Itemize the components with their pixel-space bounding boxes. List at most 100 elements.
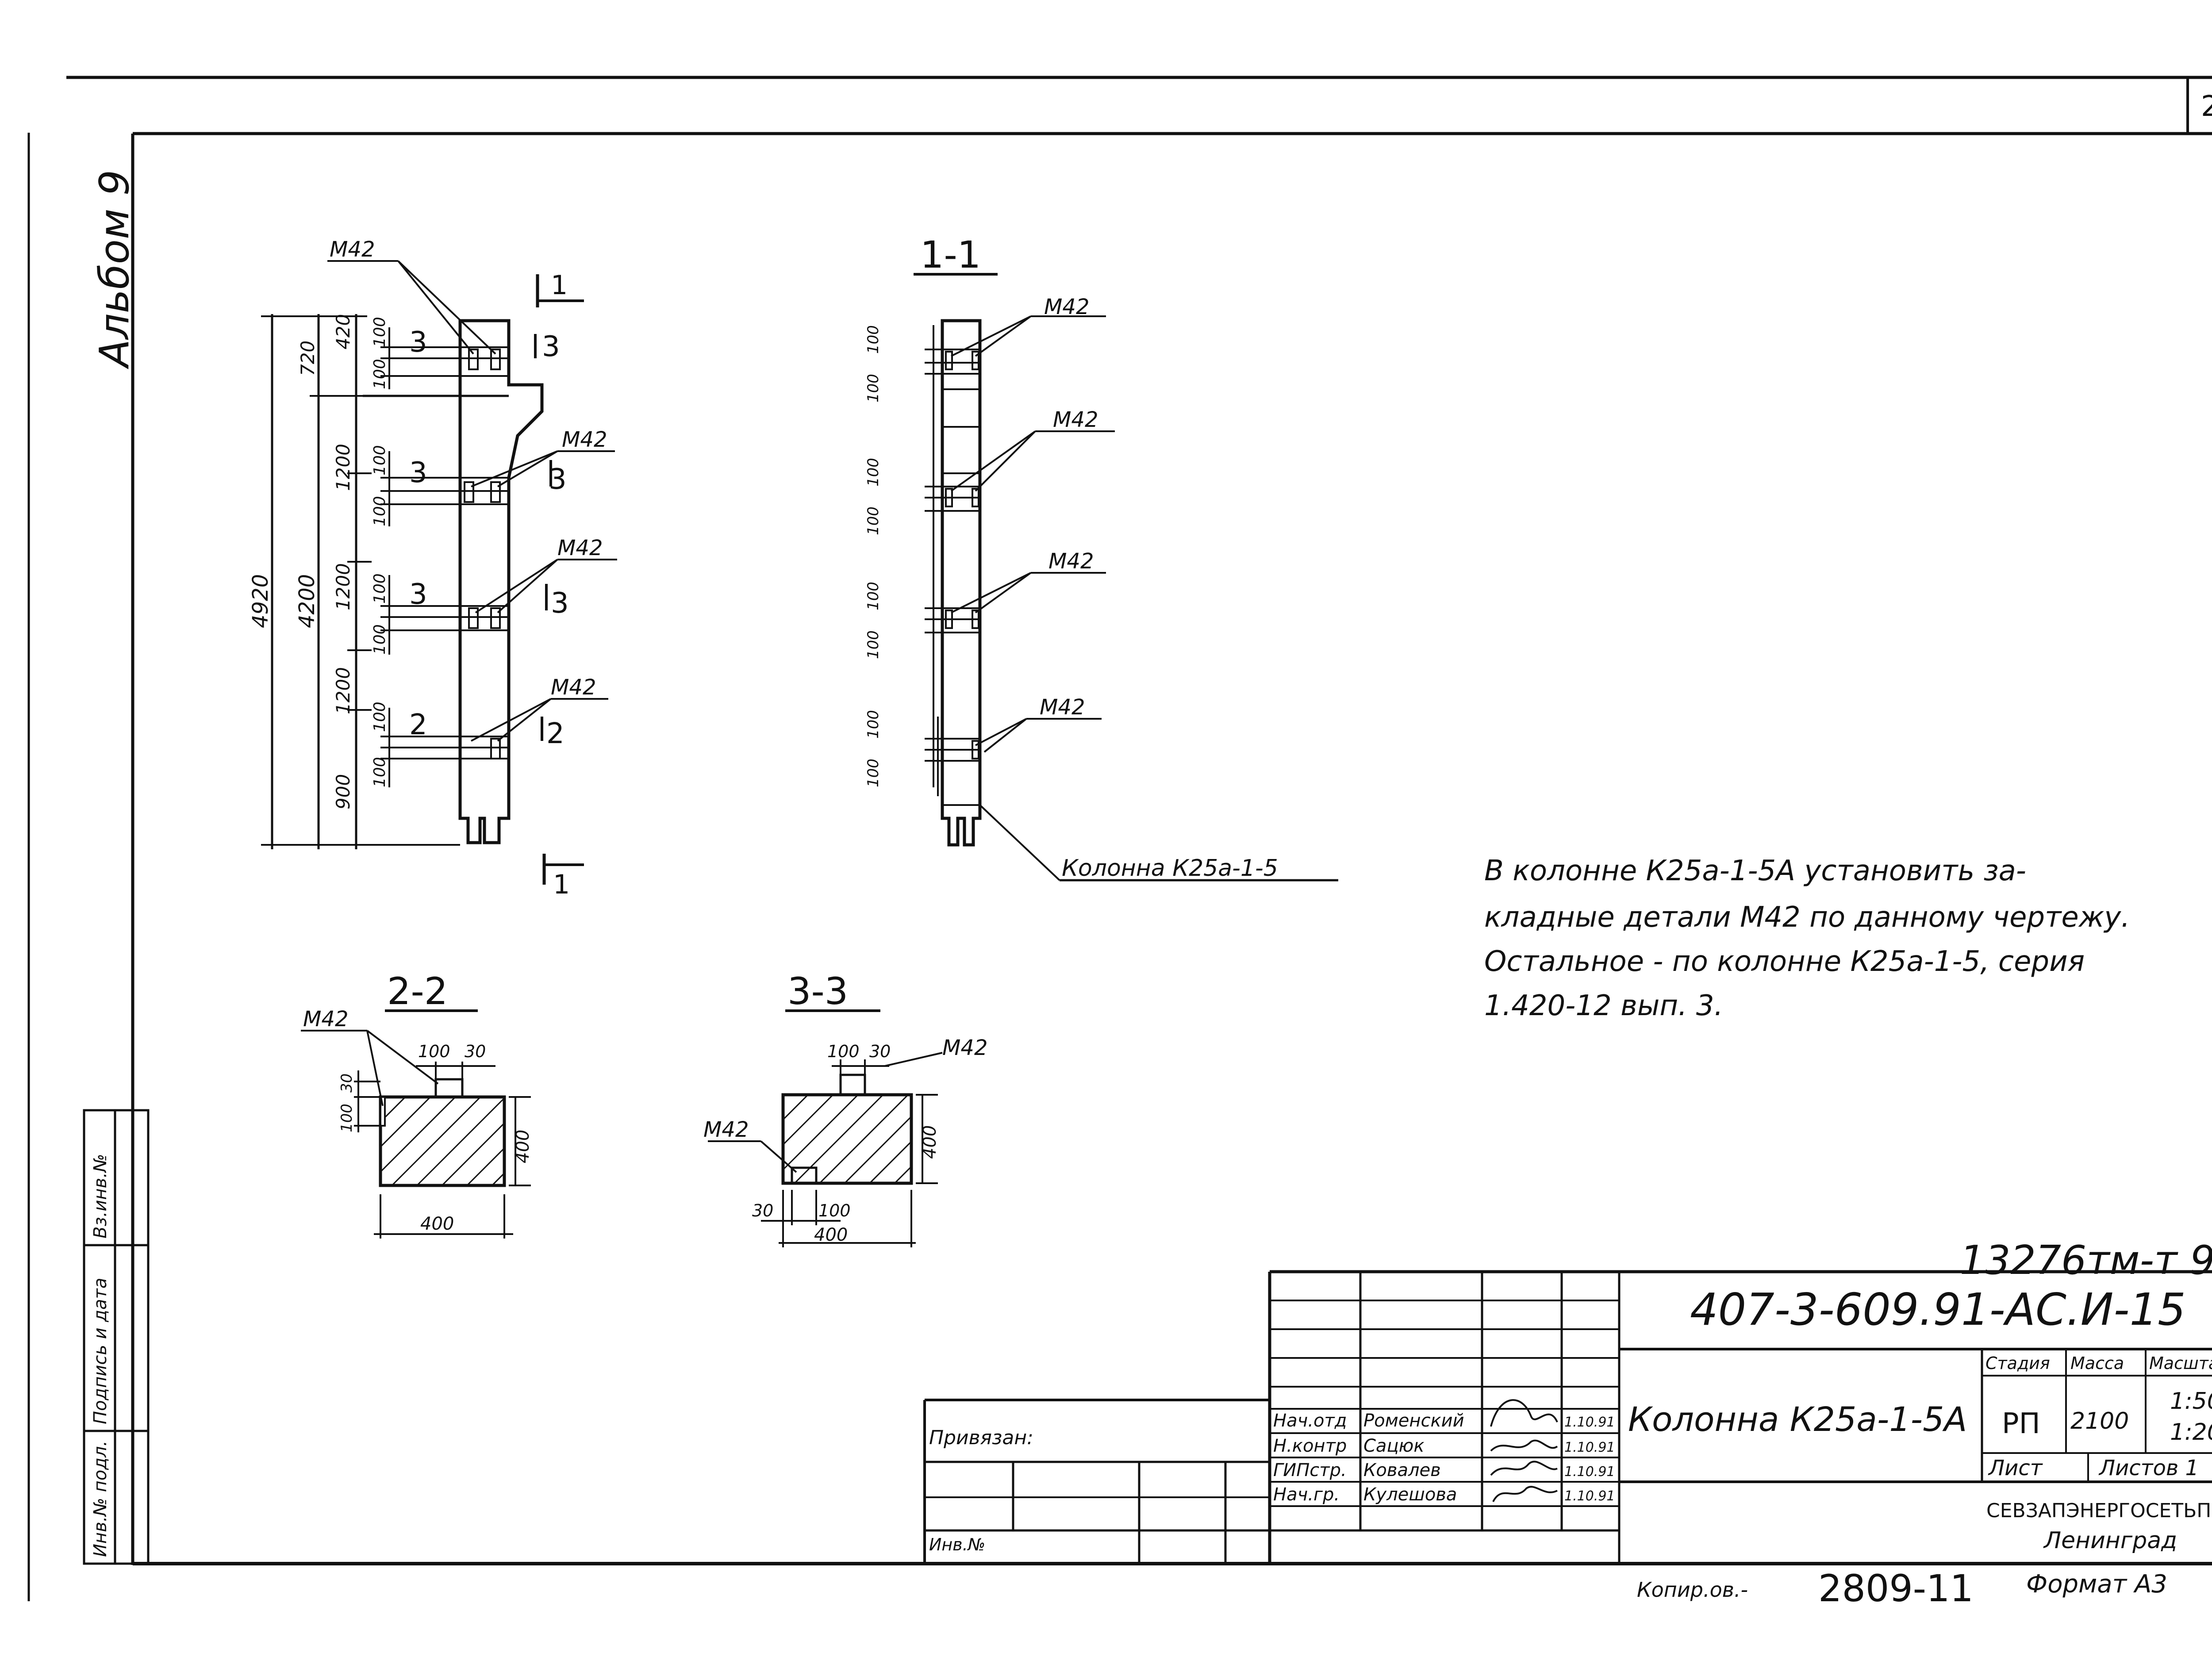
role-2: Н.контр xyxy=(1273,1436,1347,1456)
elev-m42-label-4: М42 xyxy=(551,675,596,700)
s33-d100-top: 100 xyxy=(827,1042,860,1061)
s11-m42-1: М42 xyxy=(1044,295,1090,319)
copied-label: Копир.ов.- xyxy=(1637,1578,1748,1602)
date-3: 1.10.91 xyxy=(1564,1464,1615,1480)
dim-100-c: 100 xyxy=(371,445,389,476)
section-3-3-view xyxy=(708,1009,943,1247)
s22-m42: М42 xyxy=(303,1007,349,1032)
sheets-count: Листов 1 xyxy=(2098,1456,2199,1480)
elev-sec3-b2: 3 xyxy=(549,463,567,496)
s22-d100-v: 100 xyxy=(338,1104,356,1132)
date-4: 1.10.91 xyxy=(1564,1488,1615,1504)
copy-number: 2809-11 xyxy=(1818,1567,1974,1610)
drawing-title: Колонна К25а-1-5А xyxy=(1628,1400,1967,1439)
s11-d100-b: 100 xyxy=(864,374,882,403)
sheet-header: Лист xyxy=(1988,1456,2043,1480)
s11-m42-2: М42 xyxy=(1053,407,1098,432)
dim-100-f: 100 xyxy=(371,624,389,655)
role-4: Нач.гр. xyxy=(1273,1484,1340,1505)
title-block: 13276тм-т 9 xyxy=(923,1237,2212,1564)
section-1-1-view xyxy=(914,273,1338,882)
s33-m42-top: М42 xyxy=(942,1035,988,1060)
stage-value: РП xyxy=(2002,1407,2040,1440)
s11-d100-f: 100 xyxy=(864,630,882,659)
s22-d30-v: 30 xyxy=(338,1074,356,1093)
dim-1200-c: 1200 xyxy=(332,667,354,714)
dim-1200-b: 1200 xyxy=(332,563,354,610)
role-3: ГИПстр. xyxy=(1273,1460,1347,1480)
dim-1200-a: 1200 xyxy=(332,444,354,491)
sheet-frame xyxy=(27,76,2212,1601)
elev-sec3-c2: 3 xyxy=(551,587,569,620)
elev-m42-label-3: М42 xyxy=(557,536,603,560)
name-4: Кулешова xyxy=(1363,1484,1457,1505)
signatures xyxy=(1490,1399,1558,1502)
scale-2-value: 1:20 xyxy=(2170,1419,2212,1446)
s11-d100-h: 100 xyxy=(864,759,882,787)
s33-d100-bottom: 100 xyxy=(818,1201,851,1220)
dim-100-b: 100 xyxy=(371,359,389,389)
dim-100-e: 100 xyxy=(371,573,389,604)
doc-code: 407-3-609.91-АС.И-15 xyxy=(1690,1284,2186,1335)
organization-city: Ленинград xyxy=(2043,1527,2177,1554)
name-2: Сацюк xyxy=(1363,1436,1425,1456)
mass-header: Масса xyxy=(2070,1354,2124,1373)
section-3-3-title: 3-3 xyxy=(787,970,848,1013)
s22-d30: 30 xyxy=(465,1042,486,1061)
dim-900: 900 xyxy=(332,774,354,809)
s11-d100-e: 100 xyxy=(864,582,882,610)
s33-m42-left: М42 xyxy=(703,1117,749,1142)
dim-4200: 4200 xyxy=(295,574,319,628)
album-label: Альбом 9 xyxy=(91,170,138,369)
elev-sec3-a: 3 xyxy=(409,326,427,359)
scale-header: Масштаб xyxy=(2149,1354,2212,1373)
section-2-2-view xyxy=(301,1009,531,1239)
note-line-1: В колонне К25а-1-5А установить за- xyxy=(1484,855,2026,887)
stage-header: Стадия xyxy=(1985,1354,2050,1373)
column-elevation xyxy=(261,260,617,885)
s11-m42-4: М42 xyxy=(1040,695,1085,720)
note-line-3: Остальное - по колонне К25а-1-5, серия xyxy=(1484,945,2085,978)
mass-value: 2100 xyxy=(2070,1408,2129,1434)
role-1: Нач.отд xyxy=(1273,1411,1347,1431)
dim-4920: 4920 xyxy=(248,574,273,628)
elev-m42-label-2: М42 xyxy=(562,427,607,452)
inv-no-label: Инв.№ xyxy=(929,1535,985,1554)
section-2-2-title: 2-2 xyxy=(387,970,448,1013)
elev-sec3-b: 3 xyxy=(409,456,427,489)
elev-sec2-a2: 2 xyxy=(546,717,565,750)
s22-d400-v: 400 xyxy=(513,1130,533,1163)
sheet-number: 20 xyxy=(2201,90,2212,123)
format-label: Формат А3 xyxy=(2026,1570,2167,1599)
elev-section-1-bottom: 1 xyxy=(553,869,570,900)
linked-label: Привязан: xyxy=(929,1427,1033,1449)
s11-d100-g: 100 xyxy=(864,710,882,739)
dim-100-d: 100 xyxy=(371,496,389,526)
side-stamp xyxy=(83,1109,150,1565)
s22-d400-h: 400 xyxy=(420,1214,454,1234)
s11-d100-a: 100 xyxy=(864,325,882,354)
dim-100-h: 100 xyxy=(371,757,389,787)
note-line-2: кладные детали М42 по данному чертежу. xyxy=(1484,901,2130,934)
section-1-1-title: 1-1 xyxy=(920,233,981,276)
s33-d400-h: 400 xyxy=(814,1225,848,1245)
s22-d100: 100 xyxy=(418,1042,450,1061)
s11-column-label: Колонна К25а-1-5 xyxy=(1062,855,1278,882)
elev-sec3-c: 3 xyxy=(409,578,427,611)
side-sign-date: Подпись и дата xyxy=(90,1278,111,1424)
date-1: 1.10.91 xyxy=(1564,1415,1615,1430)
side-vz-inv: Вз.инв.№ xyxy=(90,1154,111,1239)
side-inv-podl: Инв.№ подл. xyxy=(90,1441,111,1557)
s33-d30-top: 30 xyxy=(869,1042,891,1061)
general-note: В колонне К25а-1-5А установить за- кладн… xyxy=(1484,855,2130,1022)
elev-sec2-a: 2 xyxy=(409,709,427,741)
note-line-4: 1.420-12 вып. 3. xyxy=(1484,989,1723,1022)
elev-m42-label-1: М42 xyxy=(330,237,375,262)
name-3: Ковалев xyxy=(1363,1460,1441,1480)
dim-720: 720 xyxy=(297,341,319,376)
elev-sec3-a2: 3 xyxy=(542,330,560,363)
s11-d100-c: 100 xyxy=(864,458,882,487)
dim-420: 420 xyxy=(332,314,354,349)
dim-100-a: 100 xyxy=(371,317,389,347)
